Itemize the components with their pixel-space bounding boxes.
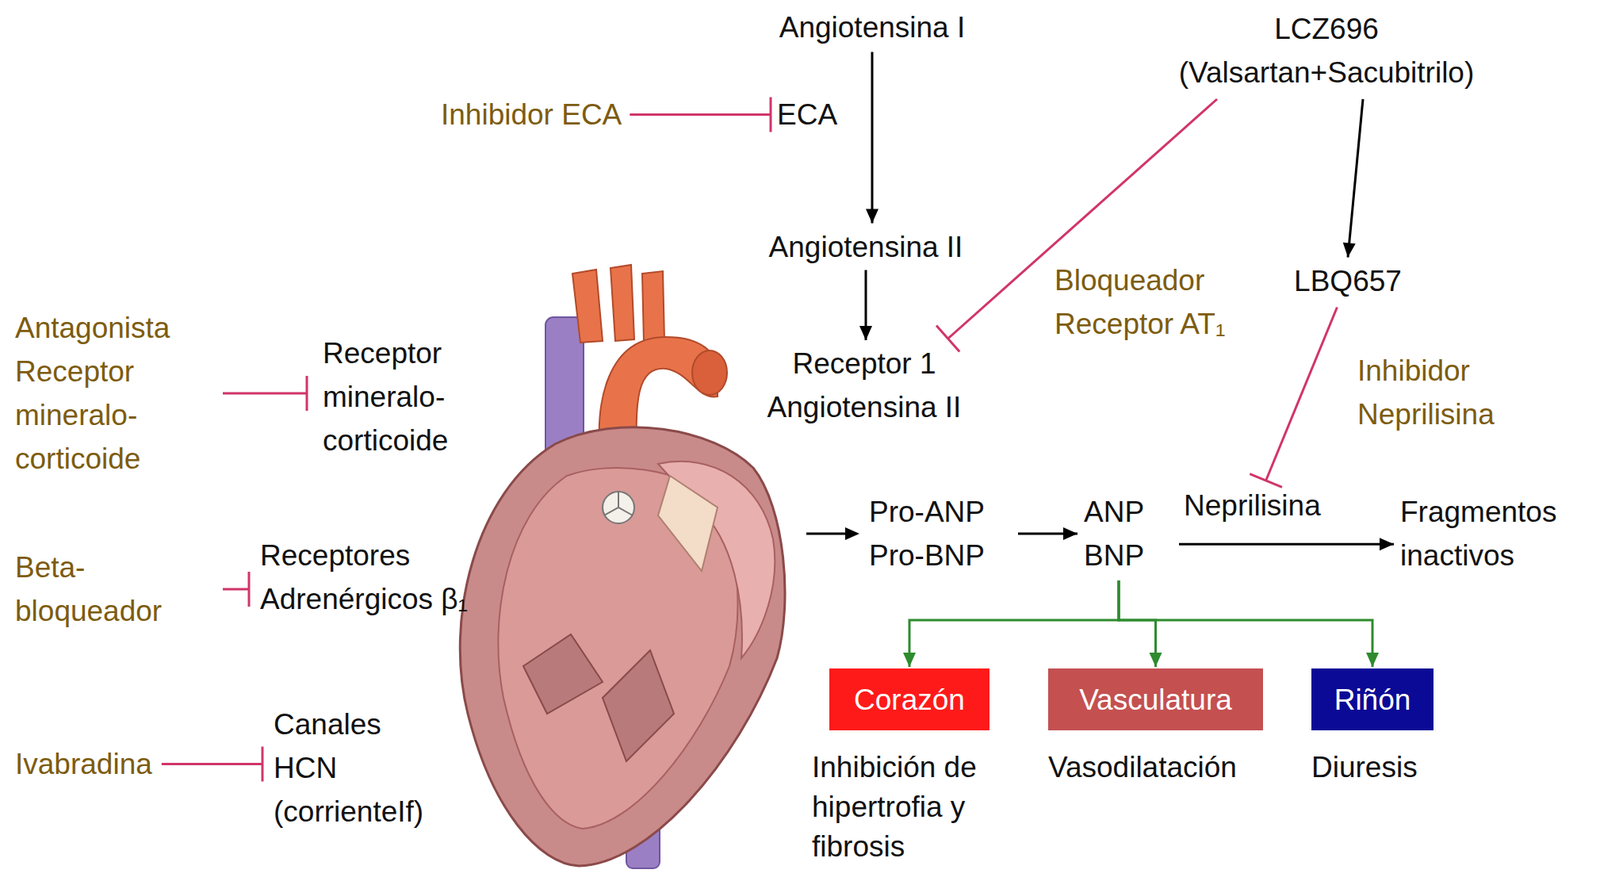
connector-line [909,580,1119,667]
inhibition-connector [629,97,771,133]
node-text: Antagonista Receptor mineralo-corticoide [15,306,214,481]
inhibition-connector [161,746,263,782]
inhibitor-label: Inhibidor Neprilisina [1357,348,1544,437]
effect-text: Inhibición de hipertrofia y fibrosis [811,747,1030,867]
inhibitor-label: Beta-bloqueador [15,545,214,633]
pathway-term: Angiotensina I [779,5,966,50]
pathway-term: Angiotensina II [769,225,964,269]
organ-box: RiñónDiuresis [1311,668,1470,788]
node-text: Receptor mineralo-corticoide [322,331,482,463]
inhibition-connector [1249,307,1337,488]
connector-line [870,52,873,224]
receptor-label: Receptor mineralo-corticoide [322,331,482,463]
product-label: Fragmentos inactivos [1400,489,1591,578]
enzyme-label: ECA [777,92,838,137]
arrow-head [1063,527,1078,540]
node-text: Canales HCN (corrienteIf) [273,702,441,834]
connector-line [161,762,263,766]
drug-name: LCZ696 (Valsartan+Sacubitrilo) [1144,7,1509,95]
inhibition-connector [222,375,307,411]
inhibition-bar [261,746,265,782]
node-text: Receptores Adrenérgicos β₁ [260,533,487,621]
metabolite-label: LBQ657 [1293,259,1402,303]
arrow-connector [1118,580,1163,667]
arrow-head [865,209,879,224]
arrow-head [859,325,873,341]
node-text: Ivabradina [15,742,153,786]
receptor-label: Receptores Adrenérgicos β₁ [260,533,487,621]
arrow-connector [865,52,879,224]
effect-text: Diuresis [1311,747,1470,788]
inhibitor-label: Inhibidor ECA [440,92,622,137]
connector-line [222,392,307,395]
arrow-head [903,652,916,667]
organ-box-title: Riñón [1311,668,1434,731]
peptide-label: ANP BNP [1083,489,1172,578]
arrow-head [1149,652,1163,667]
node-text: Angiotensina I [779,5,966,50]
arrow-connector [903,580,1119,667]
connector-line [1178,543,1394,546]
connector-line [629,113,771,116]
node-text: Inhibidor ECA [440,92,622,137]
connector-line [1347,99,1363,258]
arrow-head [1366,652,1379,667]
receptor-label: Receptor 1 Angiotensina II [733,341,996,429]
inhibition-bar [306,375,309,411]
heart-drawing [459,264,785,869]
effect-text: Vasodilatación [1048,747,1287,788]
inhibition-connector [222,571,249,607]
connector-line [948,99,1218,339]
organ-box-title: Vasculatura [1048,668,1264,731]
node-text: Angiotensina II [769,225,964,269]
node-text: Fragmentos inactivos [1400,489,1591,578]
inhibition-bar [769,97,773,133]
node-text: Beta-bloqueador [15,545,214,633]
connector-line [1266,307,1338,482]
connector-line [1118,580,1373,667]
node-text: LCZ696 (Valsartan+Sacubitrilo) [1144,7,1509,95]
heart-to-peptide-arrow [806,527,860,540]
node-text: LBQ657 [1293,259,1402,303]
arrow-connector [859,270,873,341]
arrow-connector [1343,99,1363,258]
organ-box-title: Corazón [829,668,990,731]
inhibitor-label: Antagonista Receptor mineralo-corticoide [15,306,214,481]
node-text: Pro-ANP Pro-BNP [868,489,1012,578]
arrow-connector [1178,537,1394,551]
node-text: ANP BNP [1083,489,1172,578]
peptide-label: Pro-ANP Pro-BNP [868,489,1012,578]
organ-box: CorazónInhibición de hipertrofia y fibro… [811,668,1030,867]
channel-label: Canales HCN (corrienteIf) [273,702,441,834]
inhibitor-label: Ivabradina [15,742,153,786]
organ-box: VasculaturaVasodilatación [1048,668,1287,788]
arrow-head [1379,537,1394,551]
enzyme-label: Neprilisina [1183,483,1321,528]
inhibition-bar [1249,474,1283,488]
node-text: Neprilisina [1183,483,1321,528]
node-text: Receptor 1 Angiotensina II [733,341,996,429]
arrow-connector [1018,527,1078,540]
inhibitor-label: Bloqueador Receptor AT₁ [1054,258,1241,346]
inhibition-bar [936,325,960,353]
arrow-head [1343,242,1356,258]
arrow-connector [1118,580,1379,667]
inhibition-bar [248,571,251,607]
connector-line [222,588,249,591]
node-text: ECA [777,92,838,137]
